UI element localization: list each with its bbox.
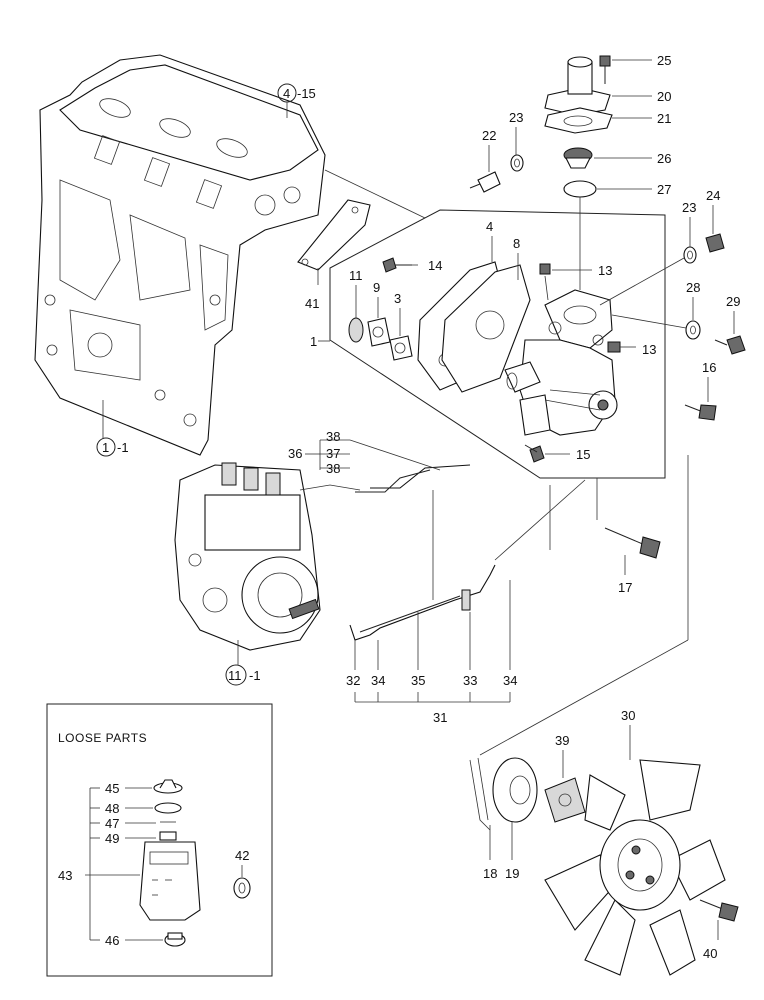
label-3: 3 — [394, 291, 401, 306]
label-45: 45 — [105, 781, 119, 796]
injection-pump-drawing — [174, 462, 361, 651]
callout-4-15: 4 -15 — [277, 83, 316, 118]
label-36: 36 — [288, 446, 302, 461]
pump-assembly-box: 1 — [310, 209, 666, 479]
label-34-left: 34 — [371, 673, 385, 688]
label-26: 26 — [657, 151, 671, 166]
label-32: 32 — [346, 673, 360, 688]
label-33: 33 — [463, 673, 477, 688]
label-22: 22 — [482, 128, 496, 143]
plug-24: 24 — [705, 188, 725, 253]
pipe-assembly-31: 32 34 35 33 34 31 — [346, 479, 586, 725]
engine-block-drawing — [34, 54, 326, 456]
bolt-16: 16 — [684, 360, 717, 421]
washer-23-right: 23 — [599, 200, 697, 306]
callout-1-1: 1 -1 — [96, 400, 129, 457]
callout-4-number: 4 — [283, 86, 290, 101]
label-39: 39 — [555, 733, 569, 748]
callout-11-number: 11 — [228, 668, 242, 683]
label-34-right: 34 — [503, 673, 517, 688]
label-14: 14 — [428, 258, 442, 273]
label-38-top: 38 — [326, 429, 340, 444]
sensor-22: 22 — [469, 128, 501, 193]
label-40: 40 — [703, 946, 717, 961]
label-23-right: 23 — [682, 200, 696, 215]
label-49: 49 — [105, 831, 119, 846]
label-30: 30 — [621, 708, 635, 723]
oring-27: 27 — [563, 180, 671, 290]
label-25: 25 — [657, 53, 671, 68]
thermostat-cover-20: 20 — [544, 56, 671, 116]
label-17: 17 — [618, 580, 632, 595]
label-4: 4 — [486, 219, 493, 234]
plug-13-top: 13 — [539, 263, 612, 301]
part-11: 11 — [348, 268, 364, 343]
label-37: 37 — [326, 446, 340, 461]
label-47: 47 — [105, 816, 119, 831]
washer-23-top: 23 — [509, 110, 524, 172]
label-42: 42 — [235, 848, 249, 863]
loose-parts-title: LOOSE PARTS — [58, 731, 147, 745]
label-19: 19 — [505, 866, 519, 881]
callout-1-suffix: -1 — [117, 440, 129, 455]
label-20: 20 — [657, 89, 671, 104]
label-13-top: 13 — [598, 263, 612, 278]
callout-1-number: 1 — [102, 440, 109, 455]
gasket-41: 41 — [297, 169, 426, 311]
label-38-bottom: 38 — [326, 461, 340, 476]
loose-parts-box: LOOSE PARTS 45 48 47 49 43 — [46, 703, 273, 977]
pulley-19: 18 19 — [469, 757, 538, 881]
bolt-17: 17 — [596, 478, 661, 595]
washer-28: 28 — [611, 280, 701, 340]
label-16: 16 — [702, 360, 716, 375]
label-1: 1 — [310, 334, 317, 349]
label-46: 46 — [105, 933, 119, 948]
label-23-top: 23 — [509, 110, 523, 125]
water-pump-body — [504, 289, 618, 436]
label-48: 48 — [105, 801, 119, 816]
label-35: 35 — [411, 673, 425, 688]
callout-11-suffix: -1 — [249, 668, 261, 683]
callout-11-1: 11 -1 — [225, 640, 261, 686]
label-15: 15 — [576, 447, 590, 462]
label-11: 11 — [349, 268, 363, 283]
part-9: 9 — [367, 280, 391, 347]
label-13-right: 13 — [642, 342, 656, 357]
callout-4-suffix: -15 — [297, 86, 316, 101]
bolt-25: 25 — [599, 53, 671, 84]
bolt-29: 29 — [714, 294, 746, 355]
label-28: 28 — [686, 280, 700, 295]
label-29: 29 — [726, 294, 740, 309]
label-43: 43 — [58, 868, 72, 883]
label-27: 27 — [657, 182, 671, 197]
label-9: 9 — [373, 280, 380, 295]
pipe-group-36: 38 36 37 38 — [288, 429, 471, 493]
part-3: 3 — [389, 291, 413, 361]
plug-13-right: 13 — [607, 341, 656, 357]
label-18: 18 — [483, 866, 497, 881]
thermostat-26: 26 — [563, 147, 671, 169]
bolt-40: 40 — [699, 899, 739, 961]
label-8: 8 — [513, 236, 520, 251]
label-24: 24 — [706, 188, 720, 203]
bolt-14: 14 — [382, 257, 442, 273]
label-21: 21 — [657, 111, 671, 126]
label-41: 41 — [305, 296, 319, 311]
gasket-8: 8 — [441, 236, 531, 393]
spacer-39: 39 — [544, 733, 586, 823]
fan-30: 30 — [544, 708, 726, 976]
bolt-15: 15 — [524, 444, 590, 463]
label-31: 31 — [433, 710, 447, 725]
gasket-21: 21 — [544, 107, 671, 134]
